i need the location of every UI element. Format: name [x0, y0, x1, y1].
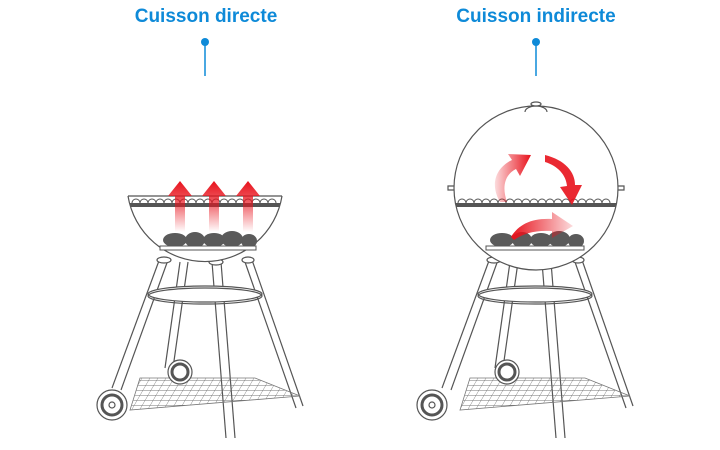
grill-indirect: [416, 101, 634, 439]
heat-circulation-arrows: [494, 154, 582, 240]
title-direct-cooking: Cuisson directe: [134, 6, 278, 27]
pointer-indirect: [532, 38, 540, 76]
title-indirect-cooking: Cuisson indirecte: [456, 6, 616, 27]
charcoal-direct: [159, 231, 257, 251]
heat-arrows-up: [168, 181, 260, 232]
pointer-direct: [201, 38, 209, 76]
grill-direct: [96, 195, 304, 439]
grate-indirect: [456, 198, 616, 207]
